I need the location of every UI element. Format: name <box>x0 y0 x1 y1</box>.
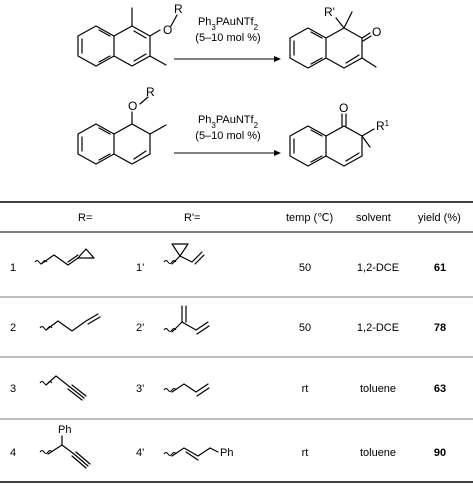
row-2-rprime-structure <box>163 305 210 335</box>
row-4-solvent: toluene <box>360 447 396 459</box>
scheme-1-reagent: Ph3PAuNTf2 <box>198 16 259 32</box>
row-3-r-structure <box>39 375 87 401</box>
row-3-rprime-number: 3' <box>136 383 144 395</box>
row-4-temp: rt <box>302 447 309 459</box>
row-1-number: 1 <box>10 262 16 274</box>
scheme-2-product-r1-label: R1 <box>376 119 390 134</box>
header-solvent: solvent <box>356 212 391 224</box>
table-row: 1 1' 50 1,2-DCE 61 <box>10 243 446 274</box>
scheme-2-substrate-oxygen: O <box>128 99 137 113</box>
scheme-2-substrate-r-label: R <box>146 85 155 99</box>
row-2-solvent: 1,2-DCE <box>357 322 399 334</box>
row-4-number: 4 <box>10 447 16 459</box>
scheme-2-reagent: Ph3PAuNTf2 <box>198 114 259 130</box>
scheme-1-arrow: Ph3PAuNTf2 (5–10 mol %) <box>174 16 281 62</box>
scheme-1-loading: (5–10 mol %) <box>195 32 260 44</box>
row-3-temp: rt <box>302 383 309 395</box>
scheme-1: O R Ph3PAuNTf2 (5–10 mol %) O R' <box>77 2 381 69</box>
row-3-number: 3 <box>10 383 16 395</box>
row-4-r-phenyl: Ph <box>58 424 71 436</box>
scheme-2: O R Ph3PAuNTf2 (5–10 mol %) O R1 <box>77 85 390 167</box>
row-4-r-structure: Ph <box>39 424 91 469</box>
header-rprime: R'= <box>184 212 200 224</box>
scheme-1-product: O R' <box>289 5 381 69</box>
scheme-1-product-rprime-label: R' <box>324 5 335 19</box>
table-row: 2 2' 50 1,2-DCE 78 <box>10 305 446 335</box>
row-1-solvent: 1,2-DCE <box>357 262 399 274</box>
row-1-r-structure <box>34 248 95 266</box>
table-row: 3 3' rt toluene 63 <box>10 375 446 401</box>
header-yield: yield (%) <box>418 212 461 224</box>
row-2-temp: 50 <box>299 322 311 334</box>
table-header: R= R'= temp (℃) solvent yield (%) <box>78 212 461 224</box>
row-1-temp: 50 <box>299 262 311 274</box>
row-4-rprime-number: 4' <box>136 447 144 459</box>
scheme-1-substrate-r-label: R <box>174 2 183 16</box>
table-row: 4 Ph 4' Ph rt toluene 90 <box>10 424 446 469</box>
scheme-2-loading: (5–10 mol %) <box>195 130 260 142</box>
row-1-yield: 61 <box>434 262 446 274</box>
scheme-1-product-oxygen: O <box>372 25 381 39</box>
row-2-r-structure <box>39 313 101 332</box>
row-2-rprime-number: 2' <box>136 322 144 334</box>
scheme-1-substrate: O R <box>77 2 183 67</box>
header-temp: temp (℃) <box>286 212 333 224</box>
row-1-rprime-number: 1' <box>136 262 144 274</box>
scheme-2-product: O R1 <box>289 101 390 167</box>
scheme-2-substrate: O R <box>77 85 167 165</box>
header-r: R= <box>78 212 92 224</box>
scheme-1-substrate-oxygen: O <box>163 23 172 37</box>
row-2-yield: 78 <box>434 322 446 334</box>
row-3-yield: 63 <box>434 383 446 395</box>
scheme-2-arrow: Ph3PAuNTf2 (5–10 mol %) <box>174 114 281 156</box>
row-4-yield: 90 <box>434 447 446 459</box>
row-4-rprime-phenyl: Ph <box>220 447 233 459</box>
row-3-rprime-structure <box>163 383 210 397</box>
results-table: R= R'= temp (℃) solvent yield (%) 1 1' <box>0 201 473 483</box>
scheme-2-product-oxygen: O <box>339 101 348 115</box>
row-1-rprime-structure <box>163 243 205 265</box>
row-2-number: 2 <box>10 322 16 334</box>
row-4-rprime-structure: Ph <box>163 447 233 461</box>
row-3-solvent: toluene <box>360 383 396 395</box>
